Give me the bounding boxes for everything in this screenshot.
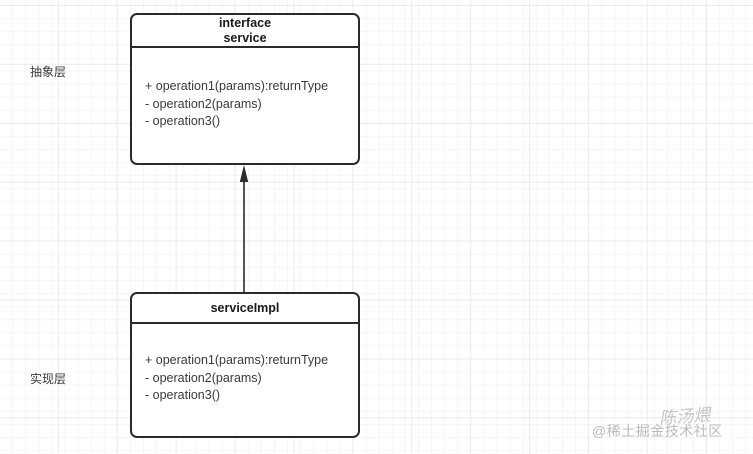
operation-item: - operation2(params): [145, 370, 262, 385]
class-header-serviceimpl: serviceImpl: [132, 294, 358, 324]
layer-label-abstraction: 抽象层: [30, 65, 67, 79]
watermark-signature: 陈汤煨: [658, 405, 711, 429]
operation-item: - operation3(): [145, 114, 221, 128]
class-body-service: + operation1(params):returnType - operat…: [132, 48, 358, 163]
generalization-arrow: [239, 165, 249, 294]
operation-list-service: + operation1(params):returnType - operat…: [145, 78, 352, 131]
class-stereotype: interface: [218, 15, 272, 30]
class-box-serviceimpl[interactable]: serviceImpl + operation1(params):returnT…: [130, 292, 360, 438]
operation-item: - operation3(): [145, 388, 221, 402]
class-box-service[interactable]: interface service + operation1(params):r…: [130, 13, 360, 165]
watermark-community: @稀土掘金技术社区: [592, 423, 723, 439]
operation-list-serviceimpl: + operation1(params):returnType - operat…: [145, 352, 352, 405]
class-header-service: interface service: [132, 15, 358, 48]
operation-item: + operation1(params):returnType: [145, 353, 329, 367]
class-name: service: [223, 30, 267, 45]
operation-item: - operation2(params): [145, 96, 262, 111]
class-name: serviceImpl: [210, 300, 280, 315]
layer-label-implementation: 实现层: [30, 372, 67, 386]
class-body-serviceimpl: + operation1(params):returnType - operat…: [132, 324, 358, 436]
operation-item: + operation1(params):returnType: [145, 79, 329, 93]
